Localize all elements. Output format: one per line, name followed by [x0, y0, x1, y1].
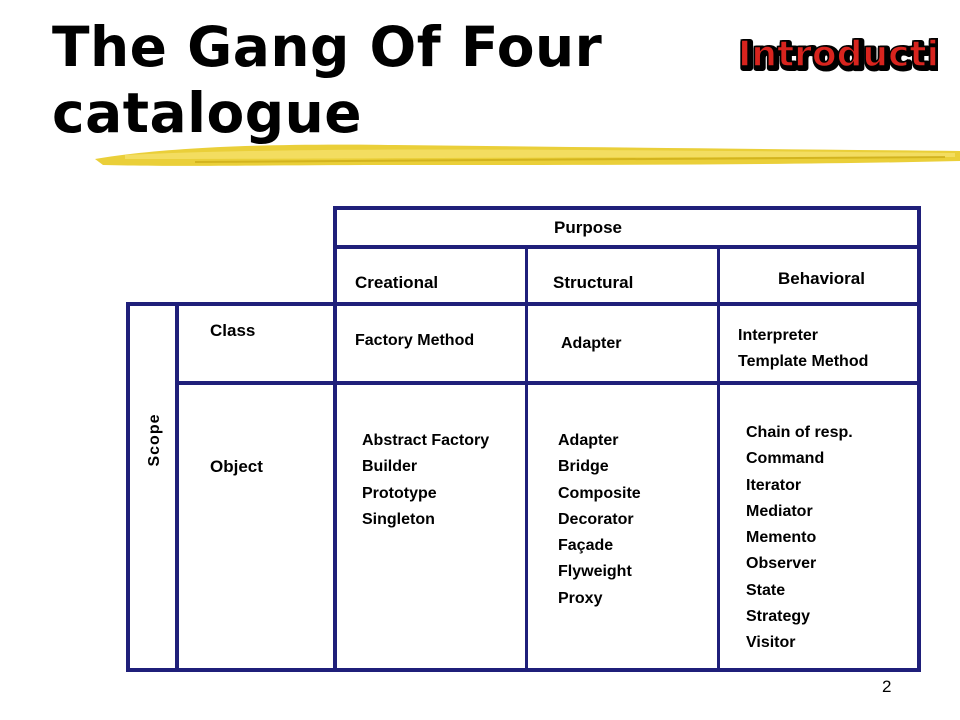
table-right-border	[917, 249, 921, 672]
purpose-top-border	[333, 206, 921, 210]
pattern-name: Template Method	[738, 353, 869, 371]
pattern-name: Adapter	[561, 335, 622, 352]
table-left-border	[126, 302, 130, 672]
column-header-structural: Structural	[553, 273, 634, 292]
slide-title-line-1: The Gang Of Four	[52, 15, 603, 79]
pattern-name: Flyweight	[558, 563, 632, 581]
purpose-bottom-border	[333, 245, 921, 249]
row-label-object: Object	[210, 457, 263, 476]
purpose-label: Purpose	[554, 218, 623, 237]
slide-title: The Gang Of Four catalogue	[52, 14, 602, 146]
class-structural-patterns: Adapter	[561, 331, 621, 357]
table-top-border	[126, 302, 921, 306]
pattern-name: Decorator	[558, 510, 634, 528]
pattern-name: Mediator	[746, 502, 813, 520]
pattern-name: Singleton	[362, 510, 435, 528]
pattern-name: Adapter	[558, 432, 619, 449]
pattern-name: Façade	[558, 537, 614, 555]
purpose-left-border	[333, 206, 337, 249]
pattern-name: Chain of resp.	[746, 424, 853, 441]
pattern-name: Composite	[558, 484, 641, 502]
pattern-name: Bridge	[558, 458, 609, 476]
pattern-name: Builder	[362, 458, 418, 476]
structural-column-divider	[717, 249, 720, 672]
purpose-right-border	[917, 206, 921, 249]
section-badge-shadow: 1. Introduction	[738, 36, 938, 77]
pattern-name: Proxy	[558, 589, 603, 607]
class-creational-patterns: Factory Method	[355, 328, 474, 354]
scope-label: Scope	[146, 413, 163, 467]
pattern-name: Prototype	[362, 484, 437, 502]
column-header-behavioral: Behavioral	[778, 269, 865, 288]
yellow-brush-stroke-decoration	[95, 144, 960, 166]
section-badge: 1. Introduction 1. Introduction	[738, 33, 938, 80]
page-number: 2	[882, 677, 892, 696]
table-row-divider	[176, 381, 921, 385]
column-header-creational: Creational	[355, 273, 439, 292]
pattern-name: Abstract Factory	[362, 432, 490, 449]
row-label-class: Class	[210, 321, 256, 340]
slide-title-line-2: catalogue	[52, 81, 363, 145]
pattern-name: Visitor	[746, 634, 796, 652]
pattern-name: State	[746, 581, 786, 599]
pattern-name: Memento	[746, 529, 817, 547]
label-column-divider	[333, 249, 337, 672]
pattern-name: Factory Method	[355, 332, 475, 349]
creational-column-divider	[525, 249, 528, 672]
scope-column-divider	[175, 302, 179, 672]
pattern-name: Command	[746, 450, 825, 468]
pattern-name: Observer	[746, 555, 817, 573]
pattern-name: Iterator	[746, 476, 802, 494]
section-badge-text: 1. Introduction	[738, 34, 938, 75]
table-bottom-border	[126, 668, 921, 672]
pattern-name: Strategy	[746, 608, 811, 626]
pattern-name: Interpreter	[738, 327, 819, 344]
